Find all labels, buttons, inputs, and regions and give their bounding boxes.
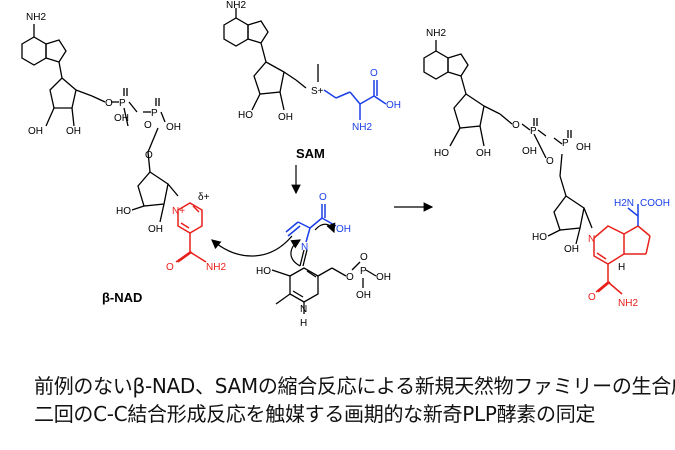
sam-label: SAM bbox=[296, 146, 325, 161]
nad-p-label: P bbox=[151, 108, 158, 119]
product-n-label: N bbox=[588, 234, 595, 245]
plp-n-ring-label: N bbox=[300, 304, 307, 315]
reaction-scheme: NH2 OH OH O P P OH OH O O HO OH N+ δ+ O … bbox=[21, 0, 670, 329]
nad-oh-label: OH bbox=[166, 122, 181, 133]
product-o-label: O bbox=[512, 120, 520, 131]
sam-molecule bbox=[223, 8, 319, 111]
nad-o-label: O bbox=[144, 120, 152, 131]
product-bicyclic-core-red bbox=[593, 225, 651, 295]
product-molecule bbox=[423, 40, 593, 245]
nad-oh-label: OH bbox=[66, 126, 81, 137]
adenine-ring-left bbox=[21, 24, 67, 79]
sam-o-label: O bbox=[370, 68, 378, 79]
plp-p-label: P bbox=[360, 266, 367, 277]
nad-o-label: O bbox=[105, 98, 113, 109]
nad-o-amide-label: O bbox=[166, 262, 174, 273]
product-amino-acid-blue bbox=[627, 204, 639, 226]
atom-labels: NH2 OH OH O P P OH OH O O HO OH N+ δ+ O … bbox=[26, 0, 670, 329]
caption-line-2: 二回のC-C結合形成反応を触媒する画期的な新奇PLP酵素の同定 bbox=[34, 402, 596, 426]
plp-oh-label: OH bbox=[336, 224, 351, 235]
pyrophosphate-left bbox=[111, 88, 166, 153]
ribose-ring-lower-left bbox=[131, 151, 179, 223]
plp-o-label: O bbox=[360, 252, 368, 263]
product-p-label: P bbox=[562, 138, 569, 149]
nad-oh-label: OH bbox=[114, 113, 129, 124]
sam-nh2-amino-label: NH2 bbox=[352, 122, 372, 133]
nad-oh-label: OH bbox=[28, 126, 43, 137]
product-ho-label: HO bbox=[532, 232, 547, 243]
sam-amino-acid-chain-blue bbox=[323, 80, 387, 120]
nad-p-label: P bbox=[119, 98, 126, 109]
product-h2n-label: H2N bbox=[614, 198, 634, 209]
plp-h-label: H bbox=[300, 318, 307, 329]
ribose-ring-upper-left bbox=[45, 77, 106, 127]
nicotinamide-ring-red bbox=[175, 202, 207, 263]
product-nh2-label: NH2 bbox=[426, 28, 446, 39]
product-o-label: O bbox=[546, 156, 554, 167]
product-oh-label: OH bbox=[576, 142, 591, 153]
product-h-label: H bbox=[618, 262, 625, 273]
sam-oh-label: OH bbox=[278, 112, 293, 123]
pyridoxal-phosphate-ring bbox=[271, 249, 377, 314]
product-oh-label: OH bbox=[564, 244, 579, 255]
plp-oh-label: OH bbox=[376, 272, 391, 283]
nad-ho-label: HO bbox=[116, 206, 131, 217]
nad-nplus-label: N+ bbox=[172, 206, 185, 217]
beta-nad-molecule bbox=[21, 24, 179, 223]
product-oh-label: OH bbox=[476, 148, 491, 159]
plp-o-label: O bbox=[346, 272, 354, 283]
product-cooh-label: COOH bbox=[640, 198, 670, 209]
product-p-label: P bbox=[530, 126, 537, 137]
nad-delta-label: δ+ bbox=[198, 192, 210, 203]
sam-splus-label: S+ bbox=[311, 86, 324, 97]
plp-n-label: N bbox=[301, 242, 308, 253]
sam-ho-label: HO bbox=[238, 110, 253, 121]
caption-line-1: 前例のないβ-NAD、SAMの縮合反応による新規天然物ファミリーの生合成 bbox=[34, 374, 675, 398]
product-oh-label: OH bbox=[522, 146, 537, 157]
nad-o-label: O bbox=[145, 150, 153, 161]
plp-ho-label: HO bbox=[256, 266, 271, 277]
product-ho-label: HO bbox=[434, 148, 449, 159]
aminoacrylate-blue bbox=[285, 204, 337, 243]
product-o-amide-label: O bbox=[588, 292, 596, 303]
nad-nh2-label: NH2 bbox=[26, 12, 46, 23]
plp-oh-label: OH bbox=[356, 290, 371, 301]
sam-nh2-label: NH2 bbox=[226, 0, 246, 11]
sam-oh-acid-label: OH bbox=[386, 100, 401, 111]
nucleophilic-attack-arrows bbox=[211, 222, 336, 267]
product-nh2-amide-label: NH2 bbox=[618, 298, 638, 309]
nad-nh2-amide-label: NH2 bbox=[206, 262, 226, 273]
beta-nad-label: β-NAD bbox=[102, 290, 142, 305]
plp-o-label: O bbox=[319, 192, 327, 203]
nad-oh-label: OH bbox=[148, 224, 163, 235]
